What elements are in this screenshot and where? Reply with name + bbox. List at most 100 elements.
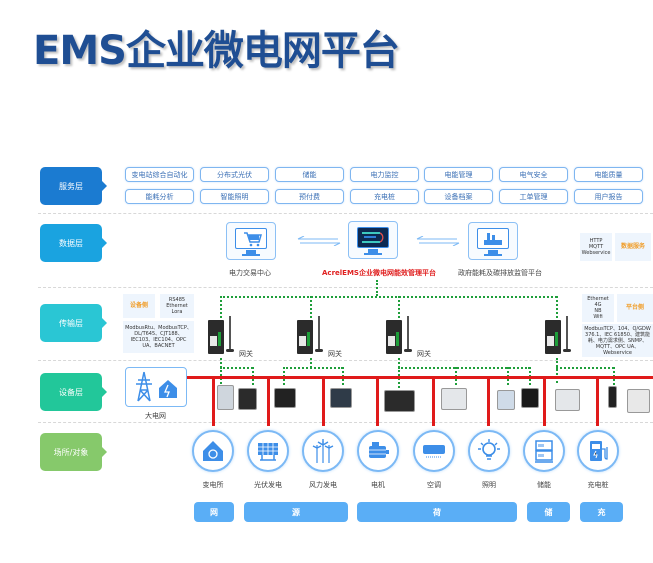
wind-turbine-icon [312,439,334,463]
object-label: 风力发电 [309,481,337,489]
category-label: 源 [292,507,300,517]
antenna-icon [566,316,568,350]
gateway-label: 网关 [417,350,431,358]
service-button[interactable]: 预付费 [275,189,344,204]
category-storage: 储 [527,502,570,522]
gateway-device [297,316,325,356]
gateway-label: 网关 [328,350,342,358]
service-label: 电力监控 [370,170,399,179]
antenna-icon [229,316,231,350]
service-label: 电能管理 [444,170,473,179]
category-label: 充 [597,507,606,517]
divider [38,287,653,288]
service-button[interactable]: 智能照明 [200,189,269,204]
media-text: NB [594,308,602,314]
network-link [220,367,253,369]
media-text: Ethernet [587,296,609,302]
protocol-text: ModbusRtu、ModbusTCP、DL/T645、CJT188、IEC10… [125,325,192,349]
object-icon-circle [357,430,399,472]
divider [38,422,653,423]
object-label: 充电桩 [587,481,609,489]
service-label: 工单管理 [519,192,548,201]
platform-side-tag: 平台侧 [617,294,653,322]
air-conditioner-icon [423,445,445,458]
service-button[interactable]: 储能 [275,167,344,182]
network-link [398,296,400,318]
service-button[interactable]: 能耗分析 [125,189,194,204]
power-feeder [432,376,435,426]
government-platform-label: 政府能耗及碳排放监管平台 [458,269,542,277]
battery-storage-icon [535,440,553,463]
divider [38,360,653,361]
din-rail-meter [441,388,467,410]
device-side-media: RS485 Ethernet Lora [160,294,194,318]
object-icon-circle [413,430,455,472]
factory-icon [477,228,509,249]
bidirectional-arrow-icon [416,236,460,246]
object-icon-circle [523,430,565,472]
service-button[interactable]: 变电站综合自动化 [125,167,194,182]
device-side-tag: 设备侧 [123,294,155,318]
power-tower-icon [136,371,177,402]
layer-label: 服务层 [59,181,83,191]
layer-tag-device: 设备层 [40,373,107,411]
service-label: 电能质量 [594,170,623,179]
service-label: 智能照明 [220,192,249,201]
charger-controller [608,386,617,408]
object-label: 电机 [371,481,385,489]
power-meter [330,388,352,408]
main-grid-label: 大电网 [145,412,166,420]
solar-panel-icon [258,443,278,461]
service-button[interactable]: 用户报告 [574,189,643,204]
service-label: 变电站综合自动化 [131,170,188,179]
gateway-device [545,316,573,356]
media-text: Ethernet [166,303,188,309]
gateway-device [208,316,236,356]
network-link [220,296,557,298]
gateway-label: 网关 [239,350,253,358]
din-rail-meter [555,389,580,411]
service-button[interactable]: 充电桩 [350,189,419,204]
category-label: 荷 [433,507,441,517]
antenna-icon [318,316,320,350]
protection-relay [217,385,234,410]
object-label: 储能 [537,481,551,489]
bidirectional-arrow-icon [297,236,341,246]
service-label: 储能 [302,170,317,179]
service-label: 充电桩 [374,192,395,201]
object-icon-circle [247,430,289,472]
main-grid-box [125,367,187,407]
service-label: 电气安全 [519,170,548,179]
network-link [556,358,558,383]
shopping-cart-icon [235,228,267,249]
service-button[interactable]: 分布式光伏 [200,167,269,182]
layer-tag-transport: 传输层 [40,304,107,342]
data-service-label: 数据服务 [620,243,645,250]
network-link [220,358,222,408]
substation-icon [203,441,223,461]
gateway-device [386,316,414,356]
media-text: Wifi [593,314,603,320]
network-link [398,367,530,369]
service-button[interactable]: 工单管理 [499,189,568,204]
layer-tag-site: 场所/对象 [40,433,107,471]
layer-label: 传输层 [59,318,83,328]
device-side-label: 设备侧 [129,302,148,309]
service-button[interactable]: 电力监控 [350,167,419,182]
power-quality-meter [521,388,539,408]
service-button[interactable]: 电能管理 [424,167,493,182]
layer-label: 场所/对象 [53,447,89,457]
platform-side-label: 平台侧 [625,304,644,311]
service-button[interactable]: 设备档案 [424,189,493,204]
trading-center-label: 电力交易中心 [229,269,271,277]
service-button[interactable]: 电能质量 [574,167,643,182]
service-button[interactable]: 电气安全 [499,167,568,182]
object-icon-circle [577,430,619,472]
category-grid: 网 [194,502,234,522]
service-label: 设备档案 [444,192,473,201]
power-bus [187,376,653,379]
power-feeder [487,376,490,426]
device-side-protocols: ModbusRtu、ModbusTCP、DL/T645、CJT188、IEC10… [123,321,194,353]
power-feeder [596,376,599,426]
page-title: EMS企业微电网平台 [33,28,400,74]
